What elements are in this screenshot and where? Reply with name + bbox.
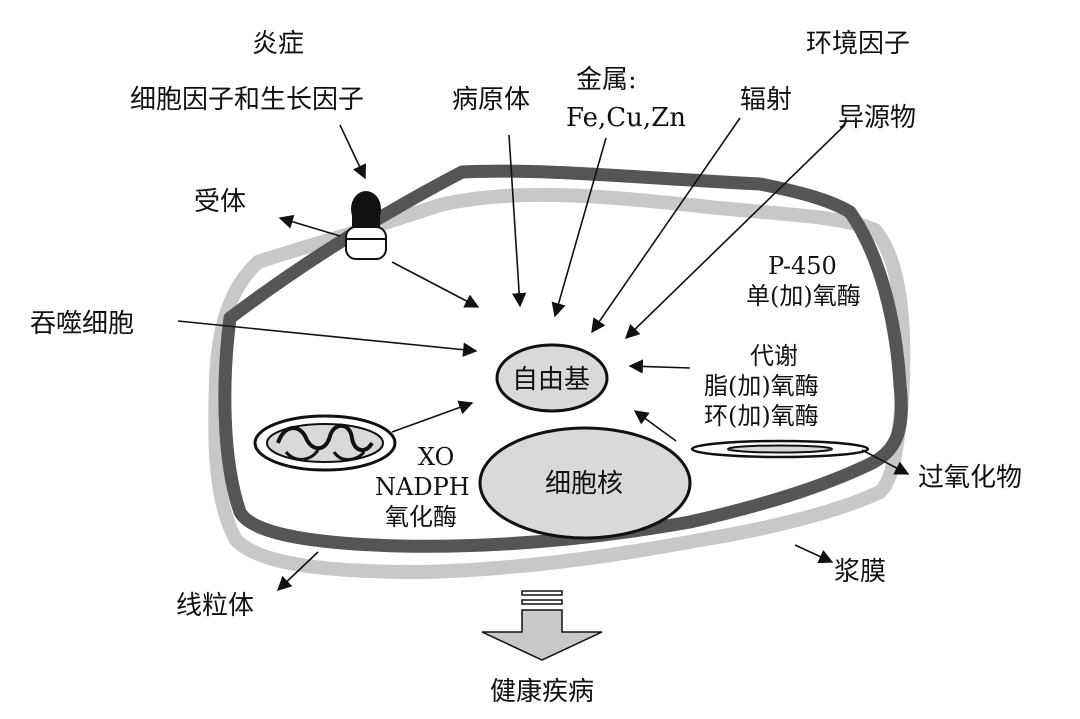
arrow-xenobiotics [624,124,846,340]
arrows [177,117,910,591]
label-xenobiotics: 异源物 [838,103,916,133]
arrow-to-plasma-membrane-label [794,544,834,564]
label-cytokines-growth-factors: 细胞因子和生长因子 [130,85,364,115]
label-radiation: 辐射 [740,85,792,115]
label-p450-line2: 单(加)氧酶 [746,282,861,310]
plasma-membrane [218,164,908,553]
label-metabolism-line1: 代谢 [750,342,798,370]
label-nucleus: 细胞核 [545,469,623,499]
label-phagocyte: 吞噬细胞 [30,309,134,339]
arrow-metals [551,137,607,318]
arrow-radiation [591,117,741,334]
label-environmental-factors: 环境因子 [806,29,910,59]
label-pathogen: 病原体 [452,85,530,115]
arrow-receptor-to-free-radical [391,261,480,308]
label-healthy-disease: 健康疾病 [490,677,594,707]
receptor-icon [345,191,387,260]
free-radical-shape [495,343,609,413]
plasma-membrane-shadow [208,187,911,579]
label-xo: XO [418,443,454,471]
arrow-to-mitochondria-label [276,551,319,591]
label-inflammation: 炎症 [252,29,304,59]
nucleus-shape [478,426,692,540]
arrow-cytokines-to-receptor [339,124,366,180]
endoplasmic-reticulum-icon [690,439,870,459]
label-metals-title: 金属: [576,65,637,95]
label-peroxide: 过氧化物 [918,463,1022,493]
label-p450-line1: P-450 [768,252,837,280]
label-free-radical: 自由基 [512,365,590,395]
arrow-to-peroxide-label [861,449,910,475]
label-oxidase: 氧化酶 [385,503,457,531]
arrow-metabolism [628,359,691,374]
label-receptor: 受体 [194,187,246,217]
label-mitochondria: 线粒体 [176,591,254,621]
arrow-er-to-free-radical [633,410,677,442]
arrow-mitochondrion-to-free-radical [391,400,474,433]
arrow-receptor-to-label [278,214,341,237]
arrow-pathogen [508,134,527,308]
mitochondrion-icon [253,414,397,472]
arrow-phagocyte [177,320,478,357]
label-metabolism-line3: 环(加)氧酶 [704,402,819,430]
label-metals-list: Fe,Cu,Zn [566,103,686,133]
label-plasma-membrane: 浆膜 [834,557,886,587]
label-nadph: NADPH [375,473,470,501]
health-disease-arrow-icon [481,590,603,661]
label-metabolism-line2: 脂(加)氧酶 [704,372,819,400]
